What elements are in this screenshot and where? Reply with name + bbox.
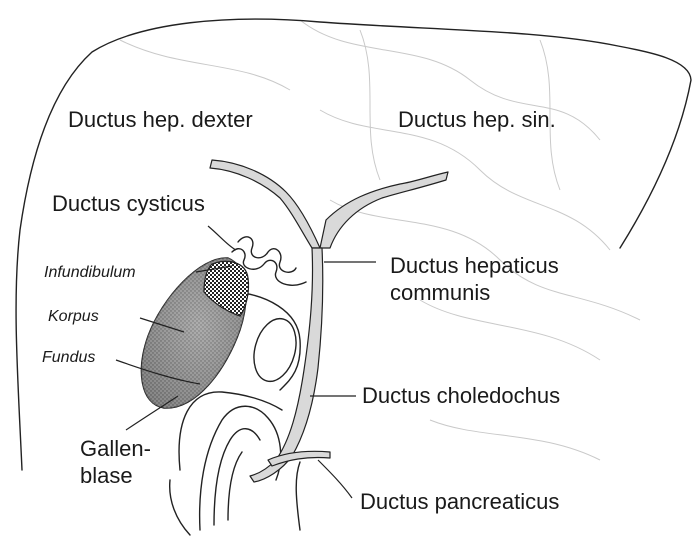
label-ductus-hepaticus-line2: communis (390, 280, 490, 305)
label-korpus: Korpus (48, 308, 99, 325)
gallbladder (141, 258, 248, 408)
leader-cysticus (208, 226, 236, 250)
leader-pancreaticus (318, 460, 352, 498)
label-gallenblase-line2: blase (80, 463, 133, 488)
label-gallenblase-line1: Gallen- (80, 436, 151, 461)
bile-duct-system (210, 160, 448, 482)
label-ductus-choledochus: Ductus choledochus (362, 383, 560, 408)
label-ductus-pancreaticus: Ductus pancreaticus (360, 489, 559, 514)
label-infundibulum: Infundibulum (44, 264, 136, 281)
label-fundus: Fundus (42, 349, 95, 366)
label-ductus-cysticus: Ductus cysticus (52, 191, 205, 216)
label-ductus-hep-dexter: Ductus hep. dexter (68, 107, 253, 132)
label-ductus-hep-sin: Ductus hep. sin. (398, 107, 556, 132)
label-ductus-hepaticus-line1: Ductus hepaticus (390, 253, 559, 278)
liver-outline (16, 19, 691, 470)
